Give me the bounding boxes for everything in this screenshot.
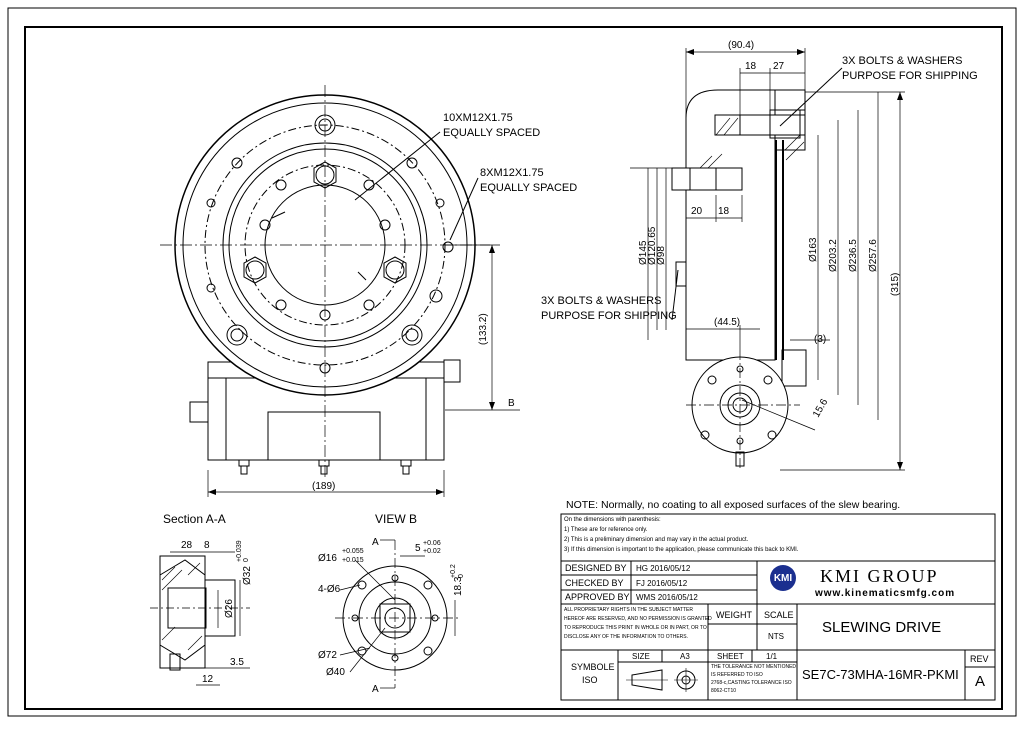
dim-dia-163: Ø163	[808, 237, 819, 262]
dim-44-5: (44.5)	[714, 317, 740, 328]
bolts-top-line2: PURPOSE FOR SHIPPING	[842, 70, 978, 82]
front-view	[160, 85, 520, 497]
section-b-marker: B	[508, 398, 515, 409]
dim-189: (189)	[312, 481, 335, 492]
sheet-value: 1/1	[766, 652, 778, 661]
dim-dia-203-2: Ø203.2	[828, 239, 839, 272]
dim-133-2: (133.2)	[478, 313, 489, 345]
approved-by-value: WMS 2016/05/12	[636, 593, 698, 602]
kmi-logo: KMI	[770, 565, 796, 591]
symbole-label: SYMBOLE	[571, 662, 615, 672]
note-line-2: 2) This is a preliminary dimension and m…	[564, 537, 749, 543]
front-view-arrows	[208, 245, 495, 495]
note-headline: NOTE: Normally, no coating to all expose…	[566, 499, 901, 511]
view-b-holes: 4-Ø6	[318, 584, 341, 595]
sheet-label: SHEET	[717, 652, 744, 661]
bolts-mid-line1: 3X BOLTS & WASHERS	[541, 295, 661, 307]
dim-dia-257-6: Ø257.6	[868, 239, 879, 272]
rev-label: REV	[970, 654, 989, 664]
size-value: A3	[680, 652, 690, 661]
side-view	[630, 48, 905, 471]
view-b-dia-16: Ø16	[318, 553, 337, 564]
approved-by-label: APPROVED BY	[565, 592, 630, 602]
designed-by-value: HG 2016/05/12	[636, 564, 691, 573]
tolerance-line-4: 8062-CT10	[711, 688, 737, 694]
view-b-drawing	[335, 539, 460, 689]
dim-dia-236-5: Ø236.5	[848, 239, 859, 272]
tolerance-line-1: THE TOLERANCE NOT MENTIONED	[711, 664, 797, 670]
sec-dim-dia-32: Ø32	[242, 566, 253, 585]
dim-15-6: 15.6	[811, 397, 830, 420]
rev-value: A	[975, 673, 986, 690]
dim-18-mid: 18	[718, 206, 730, 217]
side-view-arrows	[686, 49, 903, 470]
view-b-dia-16-up: +0.055	[342, 548, 364, 555]
view-b-dia-40: Ø40	[326, 667, 345, 678]
checked-by-label: CHECKED BY	[565, 578, 624, 588]
part-number: SE7C-73MHA-16MR-PKMI	[802, 667, 959, 682]
sec-dim-28: 28	[181, 540, 193, 551]
note-line-0: On the dimensions with parenthesis:	[564, 517, 661, 523]
note-line-1: 1) These are for reference only.	[564, 527, 648, 533]
company-website: www.kinematicsmfg.com	[815, 588, 956, 599]
dim-315: (315)	[890, 273, 901, 296]
section-aa-drawing	[150, 551, 250, 686]
dim-18-top: 18	[745, 61, 757, 72]
designed-by-label: DESIGNED BY	[565, 563, 627, 573]
view-b-dim-18-3-lo: 0	[458, 574, 465, 578]
dim-20: 20	[691, 206, 703, 217]
weight-label: WEIGHT	[716, 610, 752, 620]
view-b-title: VIEW B	[375, 512, 417, 526]
tolerance-line-3: 2768-c,CASTING TOLERANCE ISO	[711, 680, 792, 686]
sec-dim-3-5: 3.5	[230, 657, 244, 668]
thread-8x-label: 8XM12X1.75	[480, 167, 544, 179]
view-b-dim-5: 5	[415, 543, 421, 554]
sec-dim-32-tol-up: +0.039	[236, 540, 243, 562]
title-block-grid	[560, 513, 996, 701]
view-b-dia-72: Ø72	[318, 650, 337, 661]
inner-border	[24, 26, 1003, 710]
sec-dim-32-tol-lo: 0	[243, 558, 250, 562]
equally-spaced-label-2: EQUALLY SPACED	[480, 182, 577, 194]
view-b-dim-18-3-up: +0.2	[450, 564, 457, 578]
note-line-3: 3) If this dimension is important to the…	[564, 547, 799, 553]
iso-label: ISO	[582, 675, 598, 685]
view-b-a-top: A	[372, 537, 379, 548]
scale-value: NTS	[768, 632, 784, 641]
rights-line-3: TO REPRODUCE THIS PRINT IN WHOLE OR IN P…	[564, 625, 707, 631]
size-label: SIZE	[632, 652, 650, 661]
view-b-dia-16-lo: +0.015	[342, 557, 364, 564]
dim-dia-98: Ø98	[656, 246, 667, 265]
sec-dim-dia-26: Ø26	[224, 599, 235, 618]
rights-line-2: HEREOF ARE RESERVED, AND NO PERMISSION I…	[564, 616, 712, 622]
view-b-dim-18-3: 18.3	[453, 576, 464, 596]
outer-border	[7, 7, 1017, 717]
view-b-dim-5-lo: +0.02	[423, 548, 441, 555]
tolerance-line-2: IS REFERRED TO ISO	[711, 672, 763, 678]
company-name: KMI GROUP	[820, 566, 939, 586]
equally-spaced-label-1: EQUALLY SPACED	[443, 127, 540, 139]
dim-dia-145: Ø145	[638, 240, 649, 265]
sec-dim-8: 8	[204, 540, 210, 551]
bolts-top-line1: 3X BOLTS & WASHERS	[842, 55, 962, 67]
thread-10x-label: 10XM12X1.75	[443, 112, 513, 124]
sec-dim-12: 12	[202, 674, 214, 685]
rights-line-4: DISCLOSE ANY OF THE INFORMATION TO OTHER…	[564, 634, 689, 640]
rights-line-1: ALL PROPRIETARY RIGHTS IN THE SUBJECT MA…	[564, 607, 694, 613]
section-aa-title: Section A-A	[163, 512, 226, 526]
dim-90-4: (90.4)	[728, 40, 754, 51]
product-name: SLEWING DRIVE	[822, 619, 942, 636]
view-b-a-bottom: A	[372, 684, 379, 695]
view-b-dim-5-up: +0.06	[423, 540, 441, 547]
dim-27: 27	[773, 61, 785, 72]
dim-dia-120-65: Ø120.65	[647, 226, 658, 265]
checked-by-value: FJ 2016/05/12	[636, 579, 688, 588]
scale-label: SCALE	[764, 610, 794, 620]
dim-3: (3)	[814, 334, 826, 345]
bolts-mid-line2: PURPOSE FOR SHIPPING	[541, 310, 677, 322]
